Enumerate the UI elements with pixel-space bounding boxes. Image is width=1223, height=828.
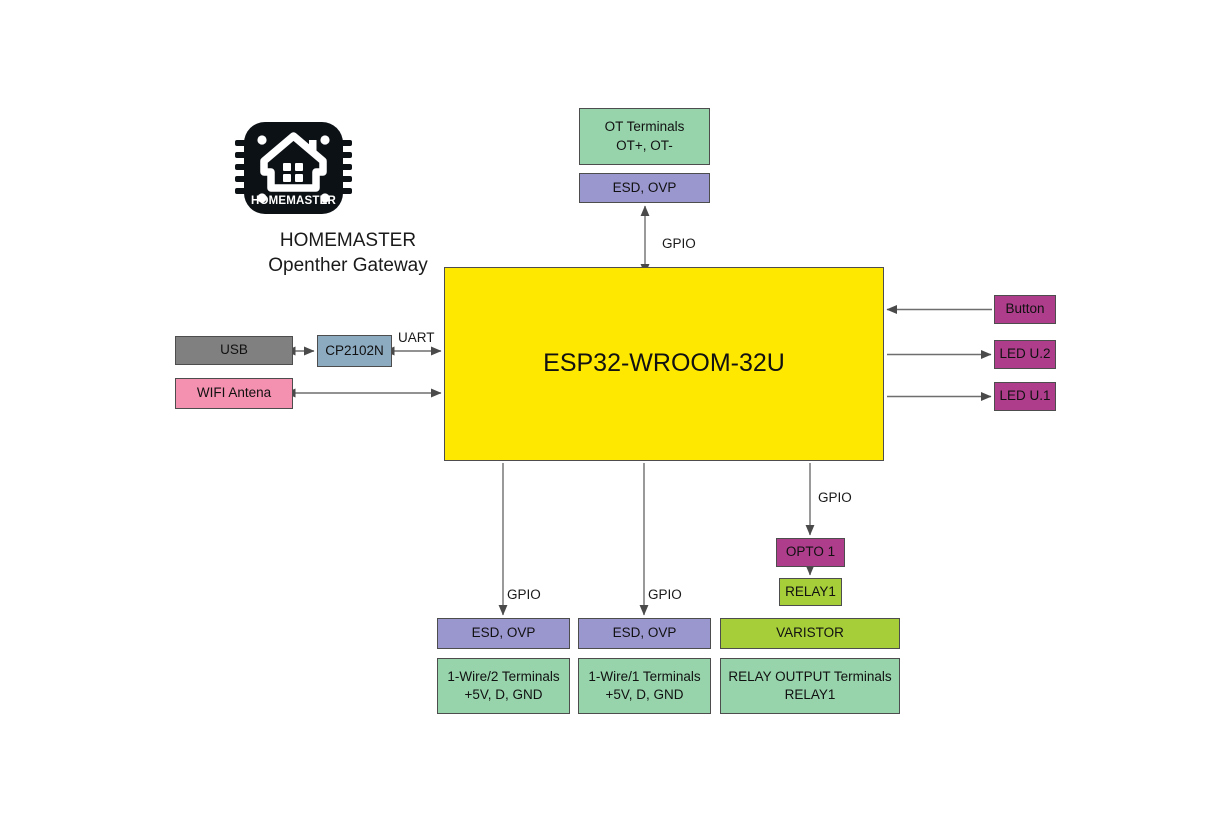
onewire1-terminals-block-line-2: +5V, D, GND bbox=[605, 687, 684, 702]
esd-ovp-ot-block-line-1: ESD, OVP bbox=[612, 179, 677, 195]
onewire1-terminals-block: 1-Wire/1 Terminals +5V, D, GND bbox=[578, 658, 711, 714]
edge-label-gpio-1wire2: GPIO bbox=[507, 587, 541, 602]
onewire2-terminals-block-line-2: +5V, D, GND bbox=[464, 687, 543, 702]
usb-block: USB bbox=[175, 336, 293, 365]
relay-output-terminals-block-line-1: RELAY OUTPUT Terminals bbox=[728, 668, 892, 684]
usb-block-line-1: USB bbox=[220, 342, 248, 358]
esd-ovp-1wire1-block: ESD, OVP bbox=[578, 618, 711, 649]
button-block: Button bbox=[994, 295, 1056, 324]
ot-terminals-block-line-1: OT Terminals bbox=[604, 119, 685, 135]
led-u2-block-line-1: LED U.2 bbox=[999, 346, 1051, 362]
varistor-block-line-1: VARISTOR bbox=[776, 625, 844, 641]
cp2102n-block: CP2102N bbox=[317, 335, 392, 367]
cp2102n-block-line-1: CP2102N bbox=[325, 342, 384, 358]
relay1-block: RELAY1 bbox=[779, 578, 842, 606]
varistor-block: VARISTOR bbox=[720, 618, 900, 649]
esp32-wroom-32u-block: ESP32-WROOM-32U bbox=[444, 267, 884, 461]
esp32-wroom-32u-block-line-1: ESP32-WROOM-32U bbox=[543, 349, 785, 378]
edge-label-gpio-1wire1: GPIO bbox=[648, 587, 682, 602]
onewire2-terminals-block: 1-Wire/2 Terminals +5V, D, GND bbox=[437, 658, 570, 714]
esd-ovp-1wire2-block-line-1: ESD, OVP bbox=[471, 625, 536, 641]
esd-ovp-1wire1-block-line-1: ESD, OVP bbox=[612, 625, 677, 641]
onewire1-terminals-block-line-1: 1-Wire/1 Terminals bbox=[588, 668, 701, 684]
led-u2-block: LED U.2 bbox=[994, 340, 1056, 369]
edge-label-gpio-relay: GPIO bbox=[818, 490, 852, 505]
esd-ovp-1wire2-block: ESD, OVP bbox=[437, 618, 570, 649]
logo-caption-line-1: HOMEMASTER bbox=[279, 230, 417, 251]
edge-label-gpio-ot: GPIO bbox=[662, 236, 696, 251]
led-u1-block: LED U.1 bbox=[994, 382, 1056, 411]
relay-output-terminals-block-line-2: RELAY1 bbox=[784, 687, 836, 702]
onewire2-terminals-block-line-1: 1-Wire/2 Terminals bbox=[447, 668, 560, 684]
led-u1-block-line-1: LED U.1 bbox=[999, 388, 1051, 404]
wifi-antenna-block: WIFI Antena bbox=[175, 378, 293, 409]
homemaster-chip-logo-icon: HOMEMASTER bbox=[235, 122, 352, 214]
relay1-block-line-1: RELAY1 bbox=[785, 583, 836, 599]
logo-caption-line-2: Openther Gateway bbox=[268, 255, 428, 277]
opto1-block: OPTO 1 bbox=[776, 538, 845, 567]
logo-wordmark: HOMEMASTER bbox=[251, 195, 337, 207]
button-block-line-1: Button bbox=[1005, 301, 1045, 317]
logo-caption: HOMEMASTER Openther Gateway bbox=[228, 228, 468, 278]
wifi-antenna-block-line-1: WIFI Antena bbox=[196, 385, 272, 401]
homemaster-logo: HOMEMASTER bbox=[231, 114, 356, 221]
ot-terminals-block-line-2: OT+, OT- bbox=[616, 137, 673, 153]
edge-label-uart: UART bbox=[398, 330, 435, 345]
esd-ovp-ot-block: ESD, OVP bbox=[579, 173, 710, 203]
opto1-block-line-1: OPTO 1 bbox=[785, 544, 836, 560]
